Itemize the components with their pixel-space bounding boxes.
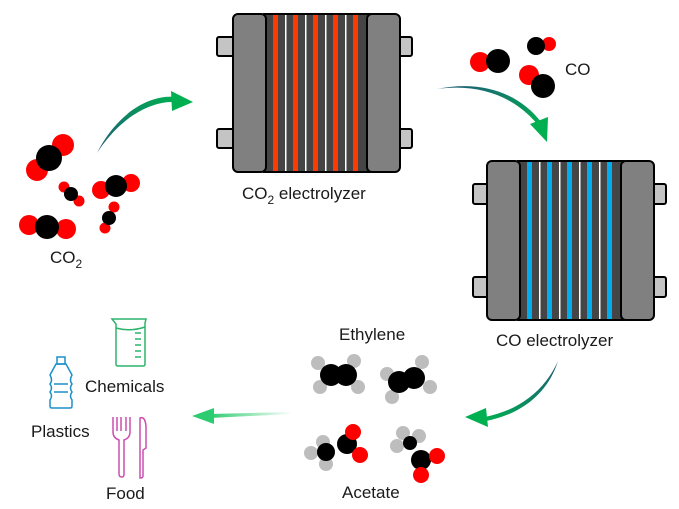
co2-electrolyzer-stripes: [273, 15, 358, 171]
membrane-line: [305, 15, 307, 171]
membrane-line: [559, 162, 561, 319]
co2-molecules: [19, 134, 140, 239]
co-molecule: [519, 65, 555, 98]
membrane-line: [325, 15, 327, 171]
membrane-line: [345, 15, 347, 171]
co2-molecule: [19, 215, 76, 239]
electrode-stripe: [587, 162, 592, 319]
ethylene-label: Ethylene: [339, 325, 405, 344]
electrode-stripe: [607, 162, 612, 319]
electrode-stripe: [293, 15, 298, 171]
co-molecules: [470, 37, 556, 98]
electrode-stripe: [527, 162, 532, 319]
co2-molecule: [92, 174, 140, 199]
acetate-molecule: [390, 426, 445, 483]
co-electrolyzer-stripes: [527, 162, 612, 319]
chemicals-label: Chemicals: [85, 377, 164, 396]
co-molecule: [527, 37, 556, 55]
co2-electrolyzer-label: CO2 electrolyzer: [242, 184, 366, 207]
arrow-to-products: [465, 361, 558, 427]
electrode-stripe: [547, 162, 552, 319]
arrow-to-co-electrolyzer: [437, 86, 548, 142]
electrode-stripe: [313, 15, 318, 171]
fork-knife-icon: [112, 416, 147, 479]
arrow-to-end-uses: [192, 408, 292, 424]
membrane-line: [599, 162, 601, 319]
membrane-line: [285, 15, 287, 171]
food-label: Food: [106, 484, 145, 503]
acetate-molecule: [304, 424, 368, 471]
beaker-icon: [110, 318, 147, 367]
arrow-to-co2-electrolyzer: [97, 91, 193, 153]
co2-label: CO2: [50, 248, 83, 271]
acetate-label: Acetate: [342, 483, 400, 502]
co-electrolyzer: [472, 160, 667, 321]
ethylene-molecule: [380, 355, 437, 404]
co2-molecule: [99, 201, 120, 234]
plastics-label: Plastics: [31, 422, 90, 441]
electrode-stripe: [273, 15, 278, 171]
ethylene-molecule: [311, 354, 365, 394]
electrode-stripe: [353, 15, 358, 171]
co-label: CO: [565, 60, 591, 79]
co-molecule: [470, 49, 510, 73]
membrane-line: [579, 162, 581, 319]
electrode-stripe: [567, 162, 572, 319]
co-electrolyzer-label: CO electrolyzer: [496, 331, 613, 350]
co2-electrolyzer: [216, 13, 413, 173]
co2-molecule: [58, 181, 85, 207]
membrane-line: [539, 162, 541, 319]
electrode-stripe: [333, 15, 338, 171]
co2-molecule: [26, 134, 74, 181]
bottle-icon: [49, 356, 73, 409]
